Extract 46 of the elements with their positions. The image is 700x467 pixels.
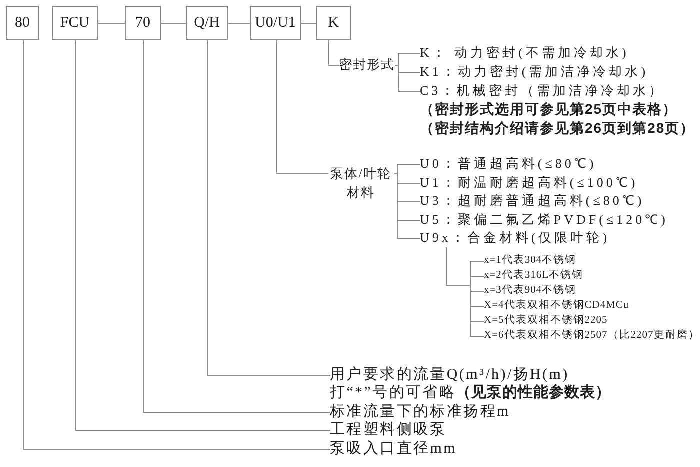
category-label: 泵体/叶轮材料 <box>328 164 394 202</box>
connector-line <box>301 23 317 24</box>
option-text: x=3代表904不锈钢 <box>484 284 577 298</box>
bracket-line <box>394 173 421 239</box>
description-text: 用户要求的流量Q(m³/h)/扬H(m) <box>330 366 570 384</box>
code-box: U0/U1 <box>250 6 301 40</box>
option-text: X=4代表双相不锈钢CD4MCu <box>484 299 630 313</box>
leader-line <box>23 40 331 450</box>
code-box: FCU <box>52 6 98 40</box>
option-text: x=2代表316L不锈钢 <box>484 269 584 283</box>
note-text: （密封形式选用可参见第25页中表格） <box>420 100 678 118</box>
code-box: Q/H <box>186 6 228 40</box>
note-text: （密封结构介绍请参见第26页到第28页） <box>420 119 696 137</box>
category-label: 密封形式 <box>339 56 395 74</box>
option-text: U0：普通超高料(≤80℃) <box>420 155 597 173</box>
option-text: X=5代表双相不锈钢2205 <box>484 314 608 328</box>
description-text: 泵吸入口直径mm <box>330 440 457 458</box>
description-text: 工程塑料侧吸泵 <box>330 421 447 439</box>
option-text: X=6代表双相不锈钢2507（比2207更耐磨） <box>484 329 700 343</box>
bracket-line <box>395 65 421 92</box>
option-text: U3：超耐磨普通超高料(≤80℃) <box>420 192 645 210</box>
option-text: K1：动力密封(需加洁净冷却水) <box>420 63 649 81</box>
code-box: 80 <box>6 6 39 40</box>
option-text: U5：聚偏二氟乙烯PVDF(≤120℃) <box>420 211 668 229</box>
option-text: K： 动力密封(不需加冷却水) <box>420 44 630 62</box>
option-text: U1：耐温耐磨超高料(≤100℃) <box>420 174 638 192</box>
leader-line <box>75 40 331 431</box>
connector-line <box>98 23 126 24</box>
option-text: U9x：合金材料(仅限叶轮) <box>420 229 610 247</box>
leader-line <box>446 247 471 286</box>
code-box: 70 <box>125 6 161 40</box>
option-text: x=1代表304不锈钢 <box>484 254 577 268</box>
description-text: 标准流量下的标准扬程m <box>330 403 510 421</box>
connector-line <box>228 23 251 24</box>
bracket-line <box>395 53 421 66</box>
leader-line <box>276 40 329 174</box>
note-text: 打“*”号的可省略（见泵的性能参数表） <box>330 384 612 402</box>
option-text: C3：机械密封（需加洁净冷却水） <box>420 82 666 100</box>
connector-line <box>161 23 187 24</box>
code-box: K <box>316 6 351 40</box>
bracket-line <box>470 285 485 337</box>
leader-line <box>328 40 340 66</box>
bracket-line <box>470 276 485 286</box>
leader-line <box>143 40 331 413</box>
bracket-line <box>394 164 421 174</box>
leader-line <box>207 40 331 376</box>
